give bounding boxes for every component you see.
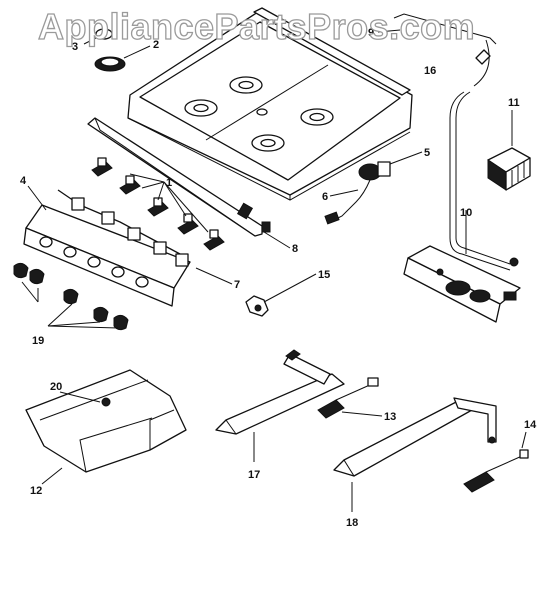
gas-supply-line [393,13,519,271]
burner-cap [94,28,126,72]
callout-8: 8 [292,243,298,255]
callout-18: 18 [346,517,358,529]
igniter-13 [317,377,379,419]
burner-tube-18 [333,397,497,477]
callout-7: 7 [234,279,240,291]
burner-tube-17 [215,349,345,435]
valve-tube [57,189,189,267]
callout-1: 1 [166,177,172,189]
control-knobs [13,262,129,331]
broiler-shield [25,369,187,473]
manifold-pipe [87,117,271,237]
callout-5: 5 [424,147,430,159]
callout-2: 2 [153,39,159,51]
callout-4: 4 [20,175,27,187]
igniter-14 [463,449,529,493]
gas-valve [324,161,391,225]
control-module [487,147,531,191]
callout-3: 3 [72,41,78,53]
burner-valves [91,157,225,251]
cooktop-assembly [127,7,413,201]
leader-lines [21,29,527,512]
callout-labels: 1 2 3 4 5 6 7 8 9 10 11 12 13 14 15 16 1… [20,27,537,529]
callout-11: 11 [508,97,520,109]
callout-20: 20 [50,381,62,393]
callout-15: 15 [318,269,330,281]
watermark-text: AppliancePartsPros.com [38,6,475,47]
site-watermark: AppliancePartsPros.com [37,5,475,47]
manifold-panel [23,204,191,307]
callout-9: 9 [368,27,374,39]
callout-6: 6 [322,191,328,203]
regulator-assembly [403,245,521,323]
mounting-bracket [245,295,269,317]
callout-17: 17 [248,469,260,481]
callout-14: 14 [524,419,537,431]
callout-10: 10 [460,207,472,219]
callout-13: 13 [384,411,396,423]
callout-19: 19 [32,335,44,347]
callout-12: 12 [30,485,42,497]
callout-16: 16 [424,65,436,77]
